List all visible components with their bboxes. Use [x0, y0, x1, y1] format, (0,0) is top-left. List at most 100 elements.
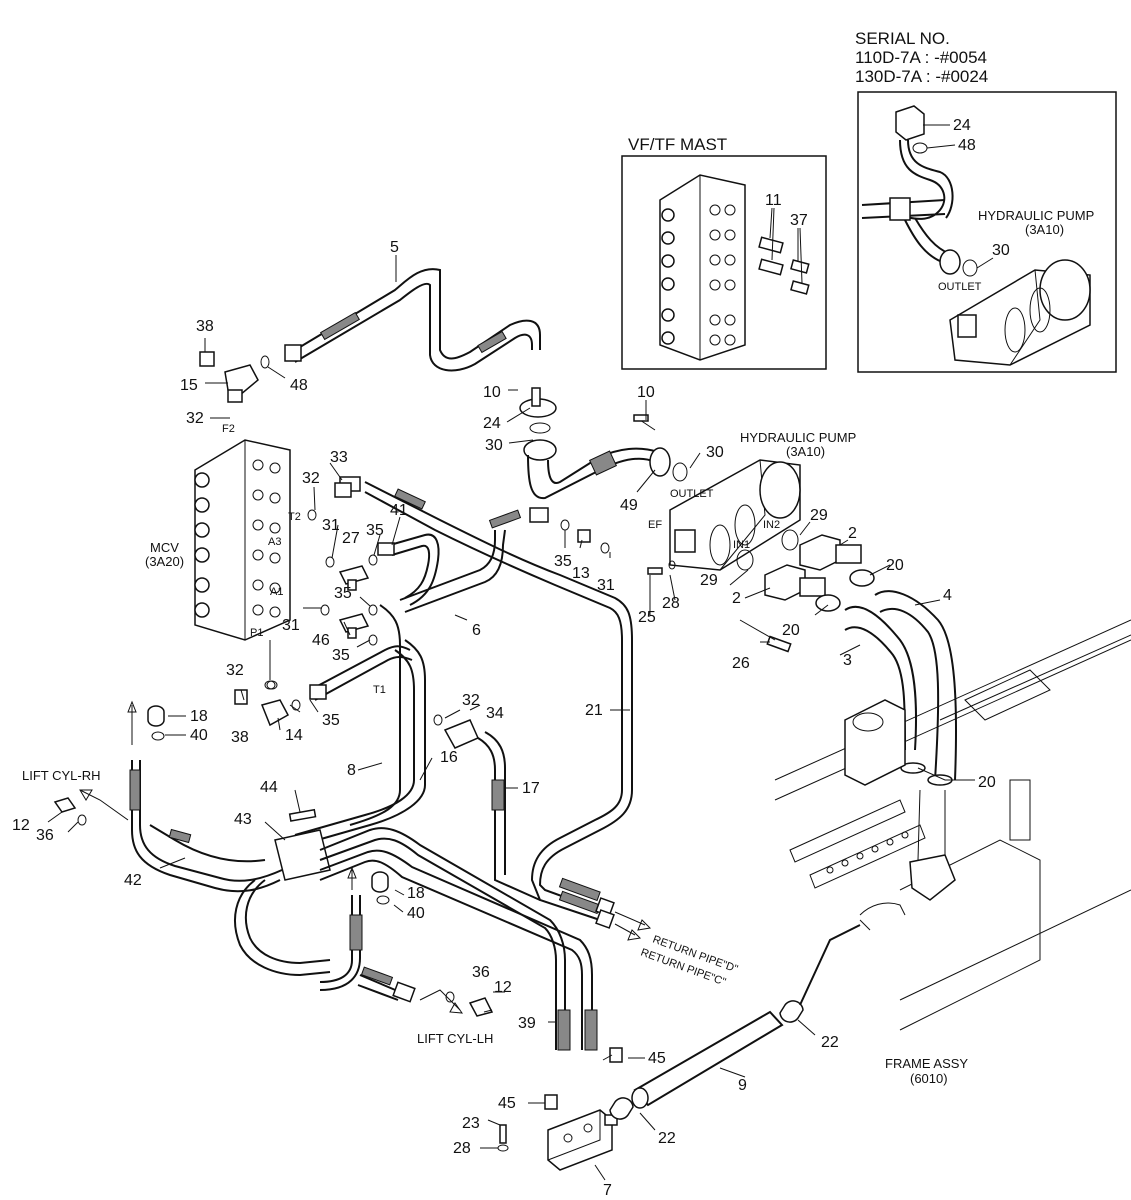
callout-32-p1: 32	[226, 662, 244, 679]
callout-39: 39	[518, 1015, 536, 1032]
mcv-spool-knobs	[194, 459, 281, 618]
mast-valve-knobs	[661, 204, 736, 346]
callout-13: 13	[572, 565, 590, 582]
lift-cyl-rh-label: LIFT CYL-RH	[22, 768, 101, 783]
hose-17	[433, 714, 541, 901]
callout-38-lower: 38	[231, 729, 249, 746]
port-ef: EF	[648, 519, 662, 531]
callout-28-manifold: 28	[453, 1140, 471, 1157]
callout-20-upper: 20	[886, 557, 904, 574]
callout-31-lower: 31	[282, 617, 300, 634]
callout-45-right: 45	[648, 1050, 666, 1067]
pump-inlet-fittings	[736, 529, 875, 653]
callout-46: 46	[312, 632, 330, 649]
frame-label: FRAME ASSY	[885, 1056, 968, 1071]
callout-2-lower: 2	[732, 590, 741, 607]
callout-14: 14	[285, 727, 303, 744]
callout-32-t1: 32	[462, 692, 480, 709]
callout-9: 9	[738, 1077, 747, 1094]
callout-45-left: 45	[498, 1095, 516, 1112]
callout-31-upper: 31	[322, 517, 340, 534]
callout-42: 42	[124, 872, 142, 889]
callout-23: 23	[462, 1115, 480, 1132]
pump-label: HYDRAULIC PUMP	[740, 430, 856, 445]
callout-40-lh: 40	[407, 905, 425, 922]
callout-8: 8	[347, 762, 356, 779]
callout-35-lower: 35	[332, 647, 350, 664]
callout-30-inset: 30	[992, 242, 1010, 259]
port-a3: A3	[268, 536, 281, 548]
lift-cyl-lh-label: LIFT CYL-LH	[417, 1031, 493, 1046]
pipe-6	[399, 507, 549, 613]
callout-4: 4	[943, 587, 952, 604]
callout-36-rh: 36	[36, 827, 54, 844]
caps-plugs	[53, 705, 494, 1017]
port-t2: T2	[288, 511, 301, 523]
mast-inset: VF/TF MAST 11 37	[621, 135, 827, 370]
elbow-fitting-15	[199, 351, 270, 403]
callout-20-lower: 20	[978, 774, 996, 791]
callout-7: 7	[603, 1182, 612, 1199]
callout-32-f2: 32	[186, 410, 204, 427]
callout-30-left: 30	[485, 437, 503, 454]
callout-43: 43	[234, 811, 252, 828]
callout-27: 27	[342, 530, 360, 547]
callout-24: 24	[483, 415, 501, 432]
serial-pump-inset: OUTLET HYDRAULIC PUMP (3A10) 24 48 30	[857, 91, 1117, 373]
callout-21: 21	[585, 702, 603, 719]
callout-34: 34	[486, 705, 504, 722]
mast-inset-title: VF/TF MAST	[628, 135, 727, 154]
callout-24-inset: 24	[953, 117, 971, 134]
callout-16: 16	[440, 749, 458, 766]
callout-44: 44	[260, 779, 278, 796]
callout-6: 6	[472, 622, 481, 639]
pipe-41	[377, 533, 440, 606]
callout-35-pump: 35	[554, 553, 572, 570]
serial-line-1: 110D-7A : -#0054	[855, 48, 987, 67]
callout-48-inset: 48	[958, 137, 976, 154]
callout-18-lh: 18	[407, 885, 425, 902]
port-f2: F2	[222, 423, 235, 435]
manifold-7	[497, 1047, 623, 1171]
callout-11: 11	[765, 192, 782, 209]
callout-3: 3	[843, 652, 852, 669]
callout-40-rh: 40	[190, 727, 208, 744]
callout-26: 26	[732, 655, 750, 672]
callout-36-lh: 36	[472, 964, 490, 981]
port-t1: T1	[373, 684, 386, 696]
callout-35-mid: 35	[334, 585, 352, 602]
mcv-label: MCV	[150, 540, 179, 555]
serial-line-2: 130D-7A : -#0024	[855, 67, 988, 86]
callout-5: 5	[390, 239, 399, 256]
callout-17: 17	[522, 780, 540, 797]
frame-holes	[826, 831, 909, 874]
leader-lines	[47, 255, 975, 1181]
callout-12-lh: 12	[494, 979, 512, 996]
callout-2-upper: 2	[848, 525, 857, 542]
callout-32-t2: 32	[302, 470, 320, 487]
callout-48: 48	[290, 377, 308, 394]
pipes-8-16-42	[79, 604, 426, 893]
mcv-valve-block: MCV (3A20) F2 T2 A3 A1 P1 T1	[145, 423, 386, 696]
port-a1: A1	[270, 586, 283, 598]
callout-49: 49	[620, 497, 638, 514]
serial-pump-label: HYDRAULIC PUMP	[978, 208, 1094, 223]
hose-9	[609, 924, 861, 1120]
mcv-code: (3A20)	[145, 554, 184, 569]
callout-22-lower: 22	[658, 1130, 676, 1147]
callout-33: 33	[330, 449, 348, 466]
clamp-43-hoses	[234, 827, 598, 1051]
callout-35-near-14: 35	[322, 712, 340, 729]
callout-30-pump: 30	[706, 444, 724, 461]
frame-structure	[774, 619, 1131, 1031]
callout-41: 41	[390, 502, 408, 519]
callout-37: 37	[790, 212, 808, 229]
frame-code: (6010)	[910, 1071, 948, 1086]
serial-pump-code: (3A10)	[1025, 222, 1064, 237]
callout-12-rh: 12	[12, 817, 30, 834]
callout-18-rh: 18	[190, 708, 208, 725]
callout-35-upper: 35	[366, 522, 384, 539]
tee-fittings	[266, 482, 676, 690]
callout-28-pump: 28	[662, 595, 680, 612]
